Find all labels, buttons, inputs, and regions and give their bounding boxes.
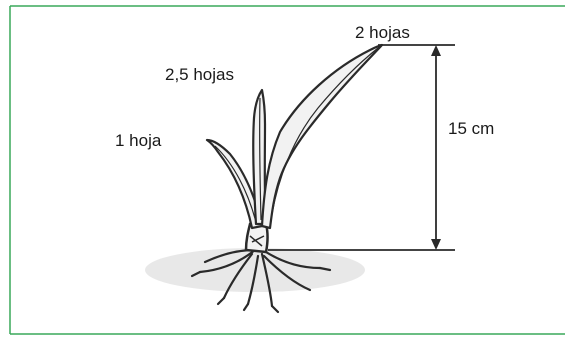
label-height: 15 cm [448, 119, 494, 138]
leaf-two [262, 45, 382, 228]
arrow-head-up-icon [431, 45, 441, 56]
label-one-leaf: 1 hoja [115, 131, 162, 150]
arrow-head-down-icon [431, 239, 441, 250]
label-two-half-leaves: 2,5 hojas [165, 65, 234, 84]
plant-stem [246, 224, 268, 252]
label-two-leaves: 2 hojas [355, 23, 410, 42]
